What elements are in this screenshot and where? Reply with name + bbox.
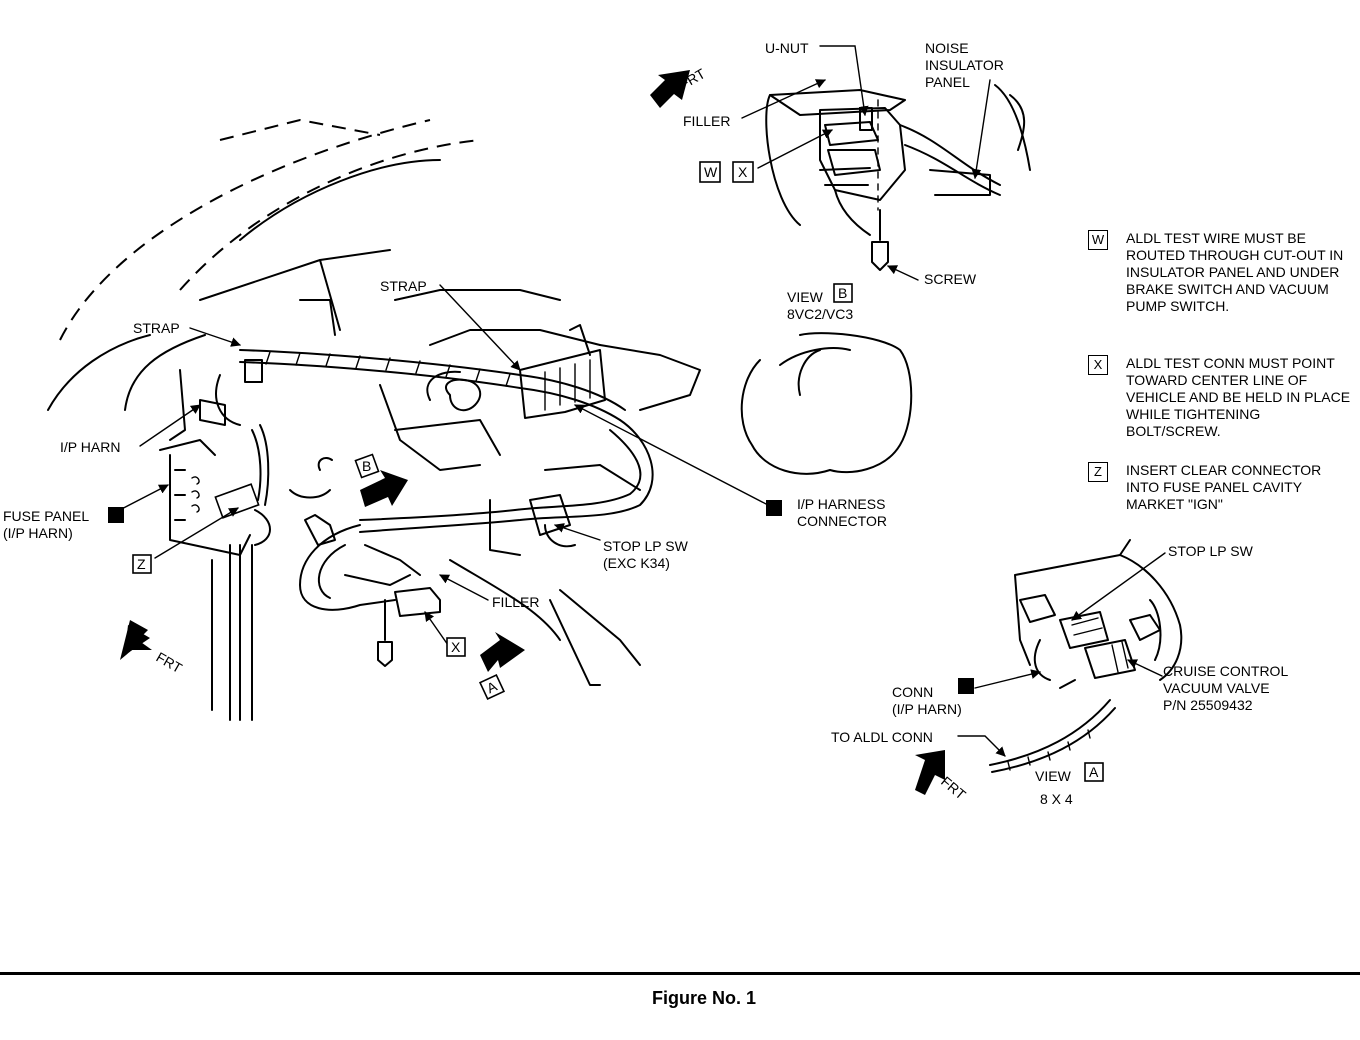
label-insulator: INSULATOR xyxy=(925,57,1004,73)
label-cruise-control: CRUISE CONTROL xyxy=(1163,663,1288,679)
view-b-drawing xyxy=(650,70,1031,271)
main-harness xyxy=(199,324,654,667)
key-box-a-view xyxy=(1084,762,1104,782)
figure-caption-text: Figure No. 1 xyxy=(651,988,756,1008)
label-frt-main: FRT xyxy=(154,649,186,677)
label-view-a-code: 8 X 4 xyxy=(1040,791,1073,807)
key-box-b-view xyxy=(833,283,853,303)
main-view-labels: STRAP STRAP I/P HARN FUSE PANEL (I/P HAR… xyxy=(3,278,887,701)
label-stop-lp-sw-main: STOP LP SW xyxy=(603,538,689,554)
note-w-key: W xyxy=(1088,230,1108,250)
key-box-w-view-b xyxy=(699,161,721,183)
ip-harness-connector-marker xyxy=(766,500,782,516)
note-z-key: Z xyxy=(1088,462,1108,482)
label-ip-harness-connector-sub: CONNECTOR xyxy=(797,513,887,529)
label-screw: SCREW xyxy=(924,271,977,287)
view-b-labels: U-NUT NOISE INSULATOR PANEL FRT FILLER W… xyxy=(677,40,1004,322)
key-box-x-main xyxy=(446,637,466,657)
key-w-view-b: W xyxy=(704,164,718,180)
view-b-leaders xyxy=(741,45,991,281)
note-w-text: ALDL TEST WIRE MUST BE ROUTED THROUGH CU… xyxy=(1126,230,1344,314)
label-frt-view-b: FRT xyxy=(677,65,709,93)
key-x-view-b: X xyxy=(738,164,748,180)
note-x-key: X xyxy=(1088,355,1108,375)
key-b-view: B xyxy=(838,285,847,301)
note-z-text: INSERT CLEAR CONNECTOR INTO FUSE PANEL C… xyxy=(1126,462,1322,512)
key-b-main: B xyxy=(362,458,371,474)
fuse-panel-marker xyxy=(108,507,124,523)
key-z-main: Z xyxy=(137,556,146,572)
label-u-nut: U-NUT xyxy=(765,40,809,56)
label-fuse-panel-sub: (I/P HARN) xyxy=(3,525,73,541)
label-ip-harness-connector: I/P HARNESS xyxy=(797,496,885,512)
figure-caption: Figure No. 1 xyxy=(0,988,1360,1009)
label-conn-sub: (I/P HARN) xyxy=(892,701,962,717)
label-to-aldl-conn: TO ALDL CONN xyxy=(831,729,933,745)
label-stop-lp-sw-view-a: STOP LP SW xyxy=(1168,543,1254,559)
caption-rule xyxy=(0,972,1360,975)
label-view-b: VIEW xyxy=(787,289,824,305)
label-conn: CONN xyxy=(892,684,933,700)
label-part-number: P/N 25509432 xyxy=(1163,697,1253,713)
label-fuse-panel: FUSE PANEL xyxy=(3,508,89,524)
label-filler-main: FILLER xyxy=(492,594,539,610)
label-strap-upper: STRAP xyxy=(380,278,427,294)
label-ip-harn: I/P HARN xyxy=(60,439,120,455)
label-view-b-code: 8VC2/VC3 xyxy=(787,306,853,322)
note-x-text: ALDL TEST CONN MUST POINT TOWARD CENTER … xyxy=(1126,355,1351,439)
key-box-z-main xyxy=(132,554,152,574)
key-a-view: A xyxy=(1089,764,1099,780)
view-a-leaders xyxy=(957,552,1166,757)
key-box-x-view-b xyxy=(732,161,754,183)
label-exc-k34: (EXC K34) xyxy=(603,555,670,571)
label-noise: NOISE xyxy=(925,40,969,56)
view-a-labels: STOP LP SW CRUISE CONTROL VACUUM VALVE P… xyxy=(831,543,1288,807)
label-view-a: VIEW xyxy=(1035,768,1072,784)
main-view-dash-structure xyxy=(47,118,913,721)
label-vacuum-valve: VACUUM VALVE xyxy=(1163,680,1270,696)
key-x-main: X xyxy=(451,639,461,655)
key-box-b-main xyxy=(354,453,380,479)
label-panel: PANEL xyxy=(925,74,970,90)
conn-marker xyxy=(958,678,974,694)
key-box-a-main xyxy=(478,673,506,701)
view-a-drawing xyxy=(915,539,1183,795)
label-strap-left: STRAP xyxy=(133,320,180,336)
main-view-arrows xyxy=(120,470,525,672)
label-filler-view-b: FILLER xyxy=(683,113,730,129)
main-view-leaders xyxy=(109,284,769,646)
